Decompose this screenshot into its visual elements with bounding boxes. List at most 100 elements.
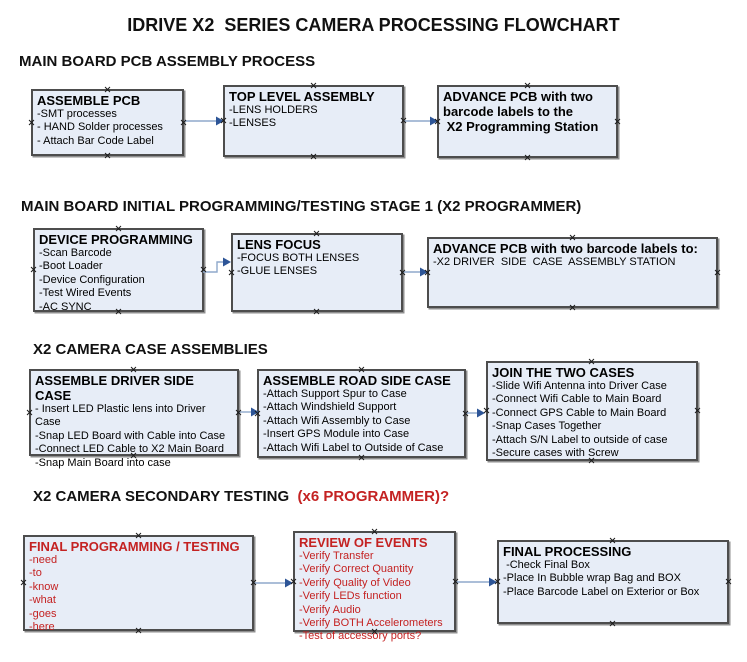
box-item: -Attach S/N Label to outside of case	[492, 433, 668, 446]
box-item: -Verify Quality of Video	[299, 576, 411, 589]
box-item: -Attach Support Spur to Case	[263, 388, 407, 400]
box-item: -GLUE LENSES	[237, 265, 318, 278]
connection-marker	[313, 230, 320, 237]
box-title: ASSEMBLE ROAD SIDE CASE	[263, 373, 451, 388]
box-item: -need	[29, 554, 58, 566]
connection-marker	[130, 366, 137, 373]
connection-marker	[452, 578, 459, 585]
connection-marker	[358, 366, 365, 373]
connection-marker	[434, 118, 441, 125]
section-heading-secondary-testing-red: (x6 PROGRAMMER)?	[297, 488, 450, 505]
connection-marker	[290, 578, 297, 585]
box-item: -LENSES	[229, 117, 277, 130]
box-item: -Snap Cases Together	[492, 420, 602, 433]
box-item: -Check Final Box	[503, 559, 590, 571]
section-heading-initial-programming: MAIN BOARD INITIAL PROGRAMMING/TESTING S…	[21, 198, 582, 215]
connection-marker	[424, 269, 431, 276]
connection-marker	[358, 454, 365, 461]
section-heading-secondary-testing-black: X2 CAMERA SECONDARY TESTING	[33, 488, 298, 505]
connection-marker	[399, 269, 406, 276]
box-item: -goes	[29, 607, 57, 620]
connection-marker	[104, 86, 111, 93]
connection-marker	[694, 407, 701, 414]
box-item: -LENS HOLDERS	[229, 104, 318, 116]
connection-marker	[135, 627, 142, 634]
connection-marker	[614, 118, 621, 125]
connection-marker	[180, 119, 187, 126]
connection-marker	[462, 410, 469, 417]
connection-marker	[135, 532, 142, 539]
connection-marker	[494, 578, 501, 585]
section-heading-secondary-testing: X2 CAMERA SECONDARY TESTING (x6 PROGRAMM…	[33, 488, 449, 505]
connection-marker	[714, 269, 721, 276]
connector-arrow	[456, 577, 497, 587]
connection-marker	[310, 82, 317, 89]
flow-box-assemble-driver-side-case: ASSEMBLE DRIVER SIDE CASE - Insert LED P…	[26, 366, 242, 469]
box-item: -X2 DRIVER SIDE CASE ASSEMBLY STATION	[433, 256, 676, 268]
connection-marker	[200, 266, 207, 273]
box-title: FINAL PROGRAMMING / TESTING	[29, 539, 240, 554]
connection-marker	[115, 225, 122, 232]
box-item: -Connect LED Cable to X2 Main Board	[35, 443, 224, 456]
connection-marker	[569, 304, 576, 311]
box-item: -AC SYNC	[39, 300, 92, 313]
flow-box-review-of-events: REVIEW OF EVENTS -Verify Transfer -Verif…	[290, 528, 459, 642]
box-title: DEVICE PROGRAMMING	[39, 232, 193, 247]
box-item: -Snap Main Board into case	[35, 456, 171, 469]
connection-marker	[30, 266, 37, 273]
page-title: IDRIVE X2 SERIES CAMERA PROCESSING FLOWC…	[127, 15, 620, 35]
box-item: -Secure cases with Screw	[492, 447, 619, 460]
connection-marker	[725, 578, 732, 585]
flow-box-join-the-two-cases: JOIN THE TWO CASES -Slide Wifi Antenna i…	[486, 361, 698, 461]
box-item: -SMT processes	[37, 108, 117, 120]
box-item: -Attach Wifi Label to Outside of Case	[263, 441, 444, 454]
flow-box-assemble-road-side-case: ASSEMBLE ROAD SIDE CASE -Attach Support …	[257, 369, 466, 458]
flow-box-lens-focus: LENS FOCUS -FOCUS BOTH LENSES -GLUE LENS…	[231, 233, 403, 312]
box-title: ASSEMBLE DRIVER SIDE CASE	[35, 373, 198, 403]
box-item: -Boot Loader	[39, 260, 103, 273]
connection-marker	[235, 409, 242, 416]
connection-marker	[609, 537, 616, 544]
box-item: -Scan Barcode	[39, 247, 112, 259]
box-title: JOIN THE TWO CASES	[492, 365, 635, 380]
box-item: -Snap LED Board with Cable into Case	[35, 429, 226, 442]
box-item: -know	[29, 580, 59, 593]
box-title: LENS FOCUS	[237, 237, 321, 252]
box-item: -FOCUS BOTH LENSES	[237, 252, 360, 264]
flow-box-final-programming-testing: FINAL PROGRAMMING / TESTING -need -to -k…	[23, 532, 257, 634]
connection-marker	[400, 117, 407, 124]
connection-marker	[26, 409, 33, 416]
connection-marker	[569, 234, 576, 241]
box-item: -Attach Windshield Support	[263, 401, 397, 414]
box-title: ADVANCE PCB with two barcode labels to t…	[443, 89, 599, 134]
connection-marker	[588, 358, 595, 365]
box-item: -Insert GPS Module into Case	[263, 428, 410, 441]
connection-marker	[115, 308, 122, 315]
connection-marker	[254, 410, 261, 417]
box-title: FINAL PROCESSING	[503, 544, 632, 559]
connection-marker	[588, 457, 595, 464]
box-item: -Verify Audio	[299, 603, 361, 616]
box-item: -Test Wired Events	[39, 287, 132, 300]
connection-marker	[524, 82, 531, 89]
box-item: -Place Barcode Label on Exterior or Box	[503, 585, 700, 598]
box-item: -Connect Wifi Cable to Main Board	[492, 393, 662, 406]
flow-box-device-programming: DEVICE PROGRAMMING -Scan Barcode -Boot L…	[30, 225, 207, 315]
connection-marker	[250, 579, 257, 586]
connection-marker	[371, 528, 378, 535]
box-item: -Verify Transfer	[299, 550, 374, 562]
box-item: -to	[29, 567, 42, 580]
connector-arrow	[203, 257, 231, 273]
flow-box-assemble-pcb: ASSEMBLE PCB -SMT processes - HAND Solde…	[31, 89, 184, 156]
connector-arrow	[184, 116, 224, 126]
box-title: ADVANCE PCB with two barcode labels to:	[433, 241, 698, 256]
box-item: - HAND Solder processes	[37, 121, 163, 134]
connection-marker	[220, 117, 227, 124]
box-item: -Device Configuration	[39, 273, 145, 286]
connection-marker	[310, 153, 317, 160]
box-item: -Verify Correct Quantity	[299, 563, 414, 576]
box-item: -Attach Wifi Assembly to Case	[263, 414, 411, 427]
connector-arrow	[254, 578, 293, 588]
box-item: -Connect GPS Cable to Main Board	[492, 406, 667, 419]
